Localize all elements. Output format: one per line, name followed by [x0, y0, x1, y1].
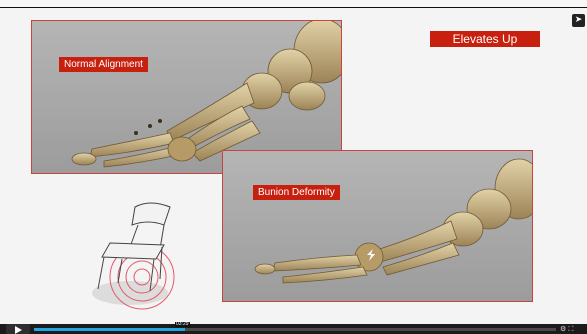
play-icon [15, 326, 22, 334]
fullscreen-icon[interactable]: ⛶ [569, 325, 574, 333]
normal-alignment-label: Normal Alignment [59, 57, 148, 72]
player-right-icons[interactable]: ⚙ ⛶ [560, 324, 573, 334]
progress-fill [34, 328, 185, 331]
bunion-foot-panel [222, 150, 533, 302]
chair-illustration [80, 185, 200, 315]
play-button[interactable] [6, 324, 30, 334]
elevates-up-label: Elevates Up [430, 31, 540, 47]
share-arrow-icon[interactable]: ➤ [572, 14, 585, 27]
gear-icon[interactable]: ⚙ [560, 325, 566, 333]
window-top-bar [0, 0, 587, 8]
bunion-foot-illustration [223, 151, 532, 301]
bunion-deformity-label: Bunion Deformity [253, 185, 340, 200]
timestamp-tooltip: 03:29 [175, 322, 190, 327]
